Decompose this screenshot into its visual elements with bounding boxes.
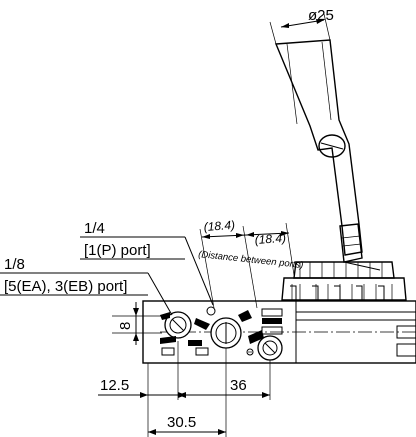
- dim-port-pitch: (18.4) (18.4) (Distance between ports): [198, 218, 304, 309]
- cable-diameter-label: ø25: [308, 7, 334, 24]
- manifold-block: [142, 300, 416, 364]
- leader-ea-eb-port: 1/8 [5(EA), 3(EB) port]: [0, 256, 173, 316]
- dim-bottom: 12.5 36 30.5: [98, 341, 271, 437]
- dim-cable-diameter: ø25: [269, 7, 334, 45]
- connector-assembly: [274, 39, 407, 301]
- dim-center-label: 36: [230, 377, 247, 394]
- dim-left-offset-label: 12.5: [100, 377, 129, 394]
- dim-total-label: 30.5: [167, 414, 196, 431]
- ea-eb-port-size-label: 1/8: [4, 256, 25, 273]
- pitch-2-label: (18.4): [254, 231, 286, 247]
- distance-between-ports-label: (Distance between ports): [198, 249, 304, 271]
- p-port-size-label: 1/4: [84, 220, 105, 237]
- ea-eb-port-name-label: [5(EA), 3(EB) port]: [4, 278, 127, 295]
- leader-p-port: 1/4 [1(P) port]: [80, 220, 214, 306]
- pitch-1-label: (18.4): [203, 218, 235, 234]
- p-port-name-label: [1(P) port]: [84, 242, 151, 259]
- dim-height: 8: [112, 302, 162, 345]
- dim-height-label: 8: [117, 322, 134, 330]
